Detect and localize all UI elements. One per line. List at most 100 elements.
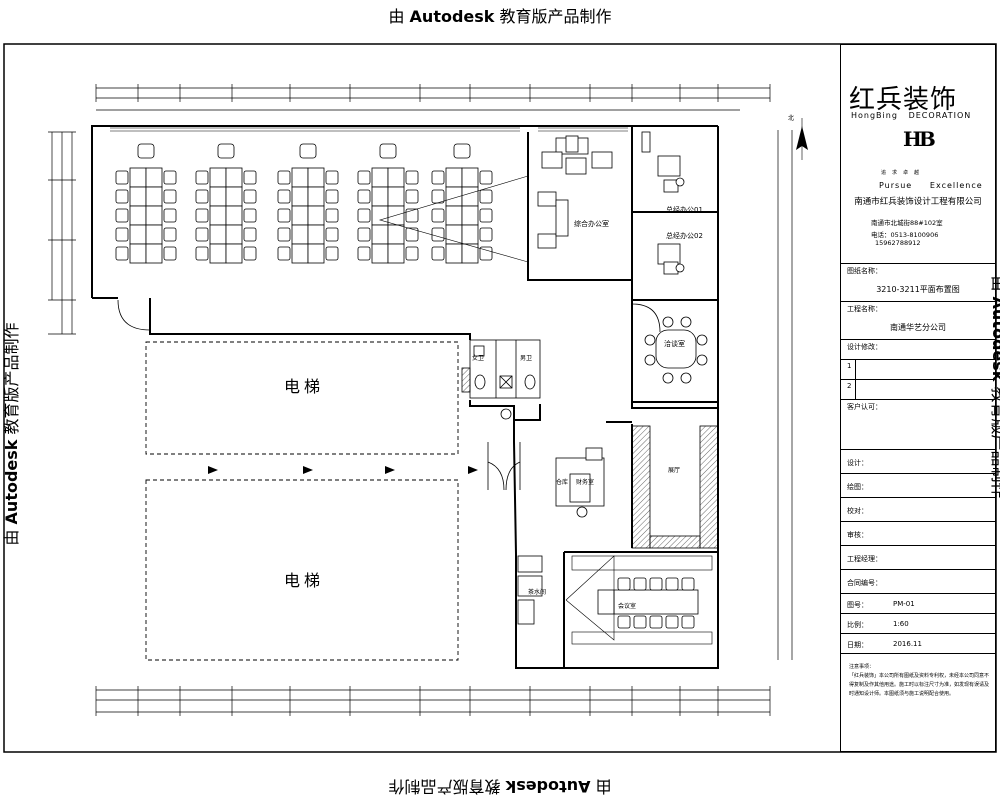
title-block: 红兵装饰 HongBing DECORATION HB 追求卓越 Pursue … [840,44,996,752]
workstation-chair [137,143,155,159]
exhibition-area [555,425,719,549]
workstation-chair [195,227,209,242]
project-row: 工程名称： 南通华艺分公司 [841,301,995,339]
entrance-door [117,299,661,491]
workstation-desk [129,205,147,226]
workstation-chair [325,189,339,204]
workstation-desk [307,205,325,226]
workstation-desk [371,224,389,245]
workstation-chair [325,246,339,261]
boardroom-cabinets [571,555,713,645]
workstation-desk [461,167,479,188]
workstation-desk [291,243,309,264]
workstation-chair [379,143,397,159]
workstation-desk [209,205,227,226]
workstation-chair [243,208,257,223]
workstation-chair [479,246,493,261]
workstation-desk [129,186,147,207]
workstation-desk [461,205,479,226]
workstation-chair [479,189,493,204]
workstation-chair [479,170,493,185]
label-men-wc: 男卫 [520,355,532,362]
workstation-chair [479,208,493,223]
workstation-desk [387,167,405,188]
workstation-chair [243,246,257,261]
workstation-chair [357,170,371,185]
logo-mark-icon: HB [903,127,936,151]
drawing-frame [3,43,997,753]
north-label: 北 [788,114,794,122]
workstation-chair [195,246,209,261]
workstation-chair [325,170,339,185]
workstation-chair [243,170,257,185]
boardroom-chair [617,577,631,591]
boardroom-chair [681,577,695,591]
boardroom-chairs [617,577,695,629]
workstation-desk [445,167,463,188]
workstation-chair [453,143,471,159]
logo-en-left: HongBing [851,111,898,120]
workstation-chair [325,227,339,242]
workstation-desk [225,167,243,188]
label-meeting-room: 洽谈室 [664,339,685,348]
elevator-1 [145,341,459,455]
projector-lines [378,175,615,641]
workstation-desk [209,243,227,264]
workstation-desk [129,224,147,245]
dimension-lines [51,87,793,713]
scale-value: 1:60 [893,620,909,628]
workstation-chair [243,189,257,204]
workstation-chair [431,227,445,242]
workstation-chair [163,227,177,242]
workstation-chair [405,170,419,185]
revision-row: 设计修改： [841,339,995,359]
drawing-name: 3210-3211平面布置图 [876,285,960,294]
workstation-desk [225,186,243,207]
workstation-chair [163,246,177,261]
workstation-desk [225,205,243,226]
workstation-chair [163,208,177,223]
workstation-desk [145,205,163,226]
workstation-desk [291,186,309,207]
logo-en-right: DECORATION [908,111,972,120]
workstation-desk [291,224,309,245]
label-boardroom: 会议室 [618,602,636,610]
workstation-desk [291,205,309,226]
boardroom-chair [681,615,695,629]
workstation-chair [195,208,209,223]
label-finance: 财务室 [576,478,594,486]
company-address: 南通市北城街88#102室 [871,219,943,227]
workstation-chair [405,227,419,242]
label-office-01: 总经办公01 [666,205,703,214]
workstation-desk [145,186,163,207]
direction-arrows [208,466,478,474]
workstation-desk [445,243,463,264]
notes: 注意事项： 「红兵装饰」本公司所有图纸及资料专利权，未经本公司同意不得复制及作其… [849,664,990,697]
slogan-cn: 追求卓越 [881,170,926,176]
workstation-chair [431,189,445,204]
boardroom-chair [617,615,631,629]
workstation-chair [195,189,209,204]
workstation-chair [243,227,257,242]
workstation-desk [445,205,463,226]
workstation-desk [307,186,325,207]
workstation-desk [225,224,243,245]
label-pantry: 茶水间 [528,588,546,596]
boardroom-chair [633,615,647,629]
workstation-chair [405,189,419,204]
workstation-chair [325,208,339,223]
elevator-2 [145,479,459,661]
company-logo: 红兵装饰 [849,85,958,115]
workstation-desk [291,167,309,188]
workstation-desk [145,243,163,264]
north-arrow-icon [796,118,808,160]
boardroom-chair [649,615,663,629]
meeting-room-furniture [644,316,708,384]
office-workstations [115,143,493,264]
reception-furniture [537,131,685,275]
company-mobile: 15962788912 [875,239,921,247]
workstation-chair [277,208,291,223]
workstation-desk [371,186,389,207]
boardroom-chair [633,577,647,591]
